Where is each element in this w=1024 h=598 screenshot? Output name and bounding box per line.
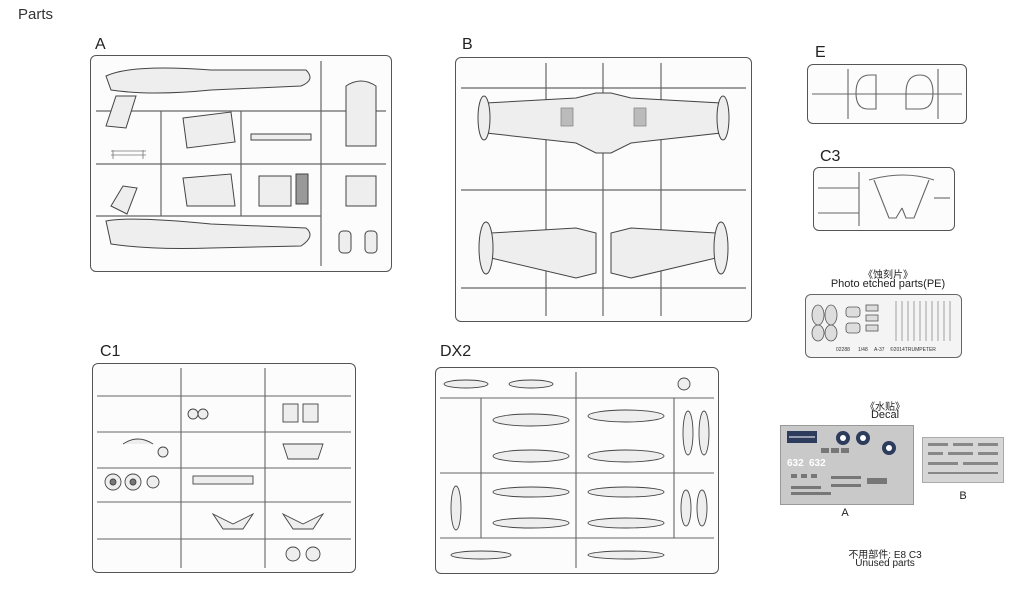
photo-etch-code: 02288: [836, 347, 850, 353]
photo-etch-model: A-37: [874, 347, 885, 353]
sprue-a: [90, 55, 392, 272]
unused-parts-en: Unused parts: [855, 558, 915, 569]
decal-sheet-a-label: A: [841, 507, 849, 519]
decal-number-2: 632: [809, 458, 826, 469]
sprue-e-drawing: [812, 69, 962, 119]
decal-sheet-a-art: [787, 431, 896, 495]
sprue-c3: [813, 167, 955, 231]
sprue-dx2-drawing: [440, 372, 714, 568]
photo-etch-scale: 1/48: [858, 347, 868, 353]
sprue-e-label: E: [815, 44, 826, 61]
decal-sheet-a: 632 632: [780, 425, 914, 505]
photo-etch-title-cn: 《蚀刻片》: [863, 270, 913, 281]
page-title: Parts: [18, 6, 54, 23]
sprue-a-label: A: [95, 36, 106, 53]
sprue-dx2-label: DX2: [440, 343, 472, 360]
sprue-b: [455, 57, 752, 322]
decal-sheet-b-label: B: [959, 490, 967, 502]
sprue-c1-label: C1: [100, 343, 121, 360]
sprue-b-label: B: [462, 36, 473, 53]
photo-etch-copyright: ©2014TRUMPETER: [890, 347, 936, 353]
sprue-e: [807, 64, 967, 124]
sprue-dx2: [435, 367, 719, 574]
decal-title-cn: 《水贴》: [865, 402, 905, 413]
decal-sheet-b: [922, 437, 1004, 483]
sprue-c1: [92, 363, 356, 573]
photo-etch-sheet: 02288 1/48 A-37 ©2014TRUMPETER: [805, 294, 962, 358]
decal-sheet-b-art: [928, 443, 998, 474]
decal-number-1: 632: [787, 458, 804, 469]
decal-title-en: Decal: [870, 409, 900, 421]
sprue-c1-drawing: [97, 368, 351, 568]
photo-etch-title-en: Photo etched parts(PE): [830, 278, 946, 290]
sprue-c3-drawing: [818, 172, 950, 226]
sprue-b-drawing: [461, 63, 746, 316]
sprue-c3-label: C3: [820, 148, 841, 165]
photo-etch-drawing: [811, 301, 951, 342]
sprue-a-drawing: [96, 61, 386, 266]
unused-parts-cn: 不用部件: E8 C3: [848, 550, 922, 561]
